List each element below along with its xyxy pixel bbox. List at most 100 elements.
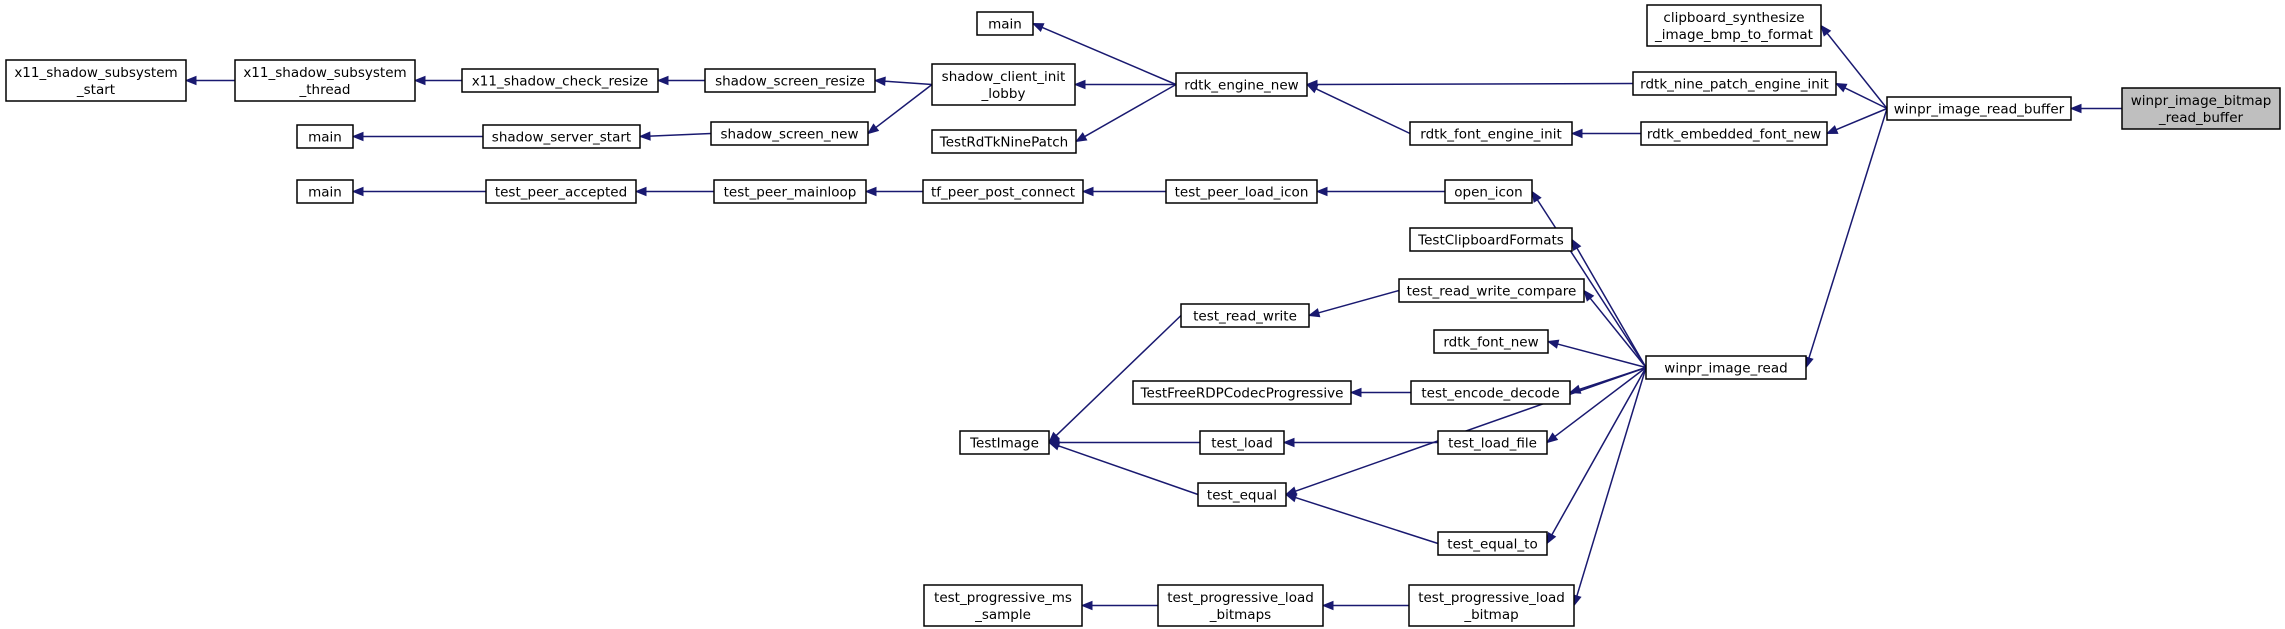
node-box (296, 179, 354, 204)
edge-testfreerdpcodecprogressive-to-test-encode-decode (1349, 387, 1411, 398)
node-test-load[interactable]: test_load (1199, 430, 1285, 455)
node-x11-shadow-subsystem-thread[interactable]: x11_shadow_subsystem_thread (234, 59, 416, 102)
node-label: winpr_image_read (1664, 361, 1787, 377)
node-main-1[interactable]: main (976, 11, 1034, 36)
node-box (1409, 121, 1573, 146)
node-test-peer-load-icon[interactable]: test_peer_load_icon (1165, 179, 1318, 204)
node-rdtk-font-engine-init[interactable]: rdtk_font_engine_init (1409, 121, 1573, 146)
node-testrdtkninepatch[interactable]: TestRdTkNinePatch (931, 129, 1077, 154)
node-label: main (308, 130, 342, 146)
node-box (922, 179, 1084, 204)
edge-testimage-to-test-load (1047, 437, 1200, 448)
node-tf-peer-post-connect[interactable]: tf_peer_post_connect (922, 179, 1084, 204)
node-main-2[interactable]: main (296, 124, 354, 149)
node-box (461, 68, 659, 93)
node-test-encode-decode[interactable]: test_encode_decode (1410, 380, 1571, 405)
node-shadow-server-start[interactable]: shadow_server_start (482, 124, 641, 149)
node-x11-shadow-subsystem-start[interactable]: x11_shadow_subsystem_start (5, 59, 187, 102)
edge-shadow-server-start-to-shadow-screen-new (638, 131, 712, 141)
edge-rdtk-font-engine-init-to-rdtk-embedded-font-new (1570, 128, 1641, 139)
node-winpr-image-bitmap-read-buffer[interactable]: winpr_image_bitmap_read_buffer (2121, 87, 2281, 130)
edge-main-1-to-rdtk-engine-new (1031, 22, 1177, 86)
node-box (1197, 482, 1287, 507)
node-shadow-screen-resize[interactable]: shadow_screen_resize (704, 68, 876, 93)
nodes-layer: winpr_image_bitmap_read_buffer winpr_imag… (5, 4, 2281, 627)
node-winpr-image-read[interactable]: winpr_image_read (1645, 355, 1807, 380)
node-box (959, 430, 1050, 455)
node-shadow-client-init-lobby[interactable]: shadow_client_init_lobby (931, 63, 1076, 106)
node-label: test_equal (1207, 488, 1277, 504)
node-clipboard-synthesize-image-bmp-to-format[interactable]: clipboard_synthesize_image_bmp_to_format (1646, 4, 1822, 47)
node-box (1165, 179, 1318, 204)
node-box (1180, 303, 1310, 328)
edge-test-progressive-load-bitmaps-to-test-progressive-load-bitmap (1321, 600, 1409, 611)
node-label: test_peer_accepted (495, 185, 627, 201)
node-label: main (308, 185, 342, 201)
node-winpr-image-read-buffer[interactable]: winpr_image_read_buffer (1886, 96, 2072, 121)
node-box (1408, 584, 1575, 627)
node-rdtk-nine-patch-engine-init[interactable]: rdtk_nine_patch_engine_init (1632, 71, 1837, 96)
edge-rdtk-engine-new-to-rdtk-nine-patch-engine-init (1305, 79, 1634, 90)
node-box (1632, 71, 1837, 96)
node-rdtk-font-new[interactable]: rdtk_font_new (1433, 329, 1549, 354)
node-label: _bitmap (1463, 607, 1518, 623)
node-label: test_peer_mainloop (724, 185, 857, 201)
edge-rdtk-font-new-to-winpr-image-read (1546, 339, 1647, 369)
node-label: rdtk_font_new (1443, 335, 1538, 351)
edge-test-equal-to-test-equal-to (1284, 493, 1439, 545)
node-label: test_progressive_load (1167, 590, 1314, 606)
node-shadow-screen-new[interactable]: shadow_screen_new (710, 121, 869, 146)
node-box (1175, 72, 1308, 97)
node-test-read-write[interactable]: test_read_write (1180, 303, 1310, 328)
node-label: test_progressive_ms (934, 590, 1072, 606)
node-box (1886, 96, 2072, 121)
node-main-3[interactable]: main (296, 179, 354, 204)
node-box (1437, 430, 1548, 455)
node-label: clipboard_synthesize (1663, 10, 1804, 26)
node-label: _read_buffer (2158, 110, 2244, 126)
node-label: test_load_file (1448, 436, 1537, 452)
node-box (1157, 584, 1324, 627)
node-rdtk-embedded-font-new[interactable]: rdtk_embedded_font_new (1640, 121, 1828, 146)
node-test-read-write-compare[interactable]: test_read_write_compare (1398, 278, 1585, 303)
edge-rdtk-engine-new-to-rdtk-font-engine-init (1305, 83, 1411, 135)
node-box (713, 179, 867, 204)
node-box (1398, 278, 1585, 303)
node-label: rdtk_nine_patch_engine_init (1640, 77, 1829, 93)
node-box (1433, 329, 1549, 354)
node-testimage[interactable]: TestImage (959, 430, 1050, 455)
edge-main-3-to-test-peer-accepted (351, 186, 486, 197)
node-label: test_read_write_compare (1407, 284, 1577, 300)
node-test-equal[interactable]: test_equal (1197, 482, 1287, 507)
node-test-progressive-ms-sample[interactable]: test_progressive_ms_sample (923, 584, 1083, 627)
node-test-peer-accepted[interactable]: test_peer_accepted (485, 179, 637, 204)
edge-shadow-client-init-lobby-to-rdtk-engine-new (1073, 79, 1176, 90)
node-testfreerdpcodecprogressive[interactable]: TestFreeRDPCodecProgressive (1132, 380, 1352, 405)
node-test-load-file[interactable]: test_load_file (1437, 430, 1548, 455)
node-label: open_icon (1454, 185, 1522, 201)
edge-test-equal-to-winpr-image-read (1284, 366, 1647, 496)
node-test-equal-to[interactable]: test_equal_to (1437, 531, 1548, 556)
node-test-progressive-load-bitmap[interactable]: test_progressive_load_bitmap (1408, 584, 1575, 627)
node-test-progressive-load-bitmaps[interactable]: test_progressive_load_bitmaps (1157, 584, 1324, 627)
node-label: test_read_write (1193, 309, 1297, 325)
edge-x11-shadow-subsystem-start-to-x11-shadow-subsystem-thread (184, 75, 235, 86)
node-box (710, 121, 869, 146)
edge-test-peer-accepted-to-test-peer-mainloop (634, 186, 714, 197)
node-label: _thread (298, 82, 350, 98)
node-open-icon[interactable]: open_icon (1444, 179, 1533, 204)
edge-clipboard-synthesize-image-bmp-to-format-to-winpr-image-read-buffer (1820, 24, 1888, 109)
node-rdtk-engine-new[interactable]: rdtk_engine_new (1175, 72, 1308, 97)
node-box (482, 124, 641, 149)
node-label: tf_peer_post_connect (931, 185, 1075, 201)
node-box (1437, 531, 1548, 556)
node-test-peer-mainloop[interactable]: test_peer_mainloop (713, 179, 867, 204)
node-box (234, 59, 416, 102)
node-testclipboardformats[interactable]: TestClipboardFormats (1409, 227, 1573, 252)
edge-rdtk-nine-patch-engine-init-to-winpr-image-read-buffer (1834, 82, 1888, 110)
edge-test-load-file-to-winpr-image-read (1545, 366, 1647, 444)
node-label: x11_shadow_subsystem (14, 65, 177, 81)
node-x11-shadow-check-resize[interactable]: x11_shadow_check_resize (461, 68, 659, 93)
node-label: _lobby (981, 86, 1026, 102)
